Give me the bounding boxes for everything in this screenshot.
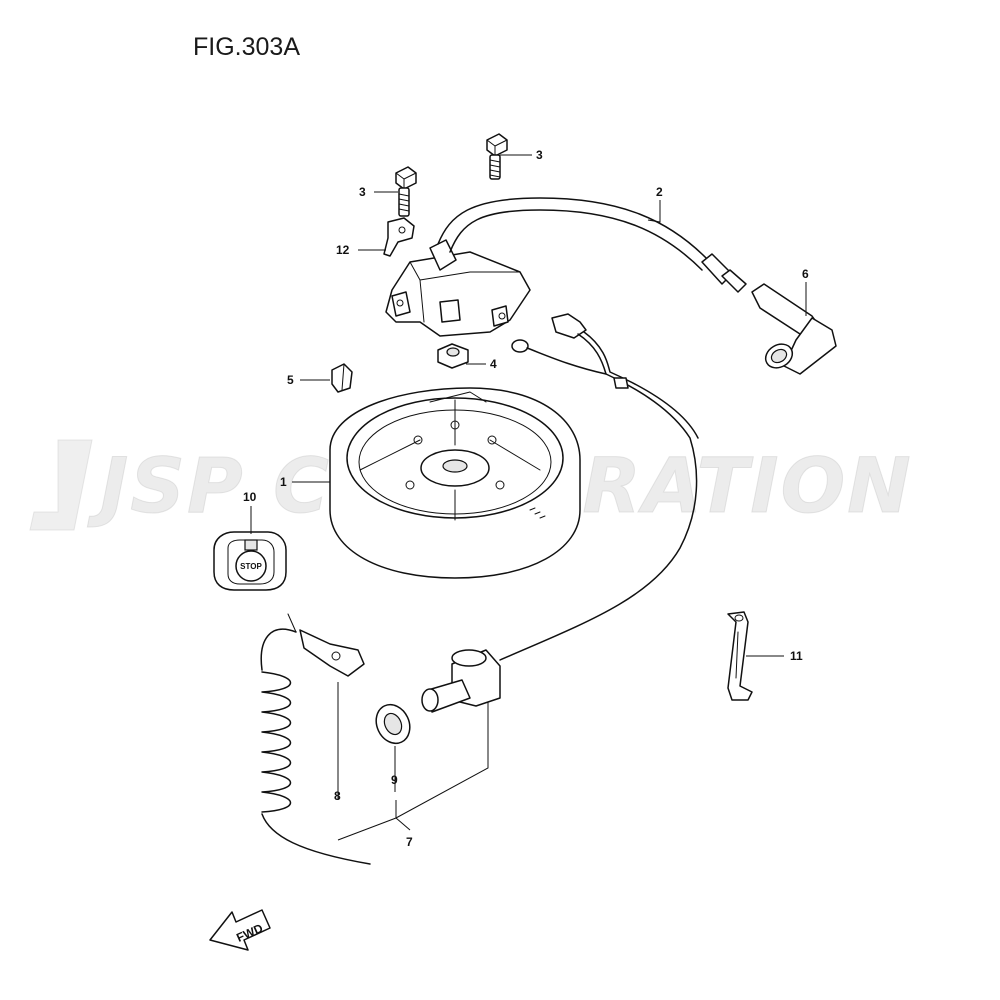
callout-8: 8 [334,789,341,803]
callout-3-lower: 3 [359,185,366,199]
callouts: 1 2 3 3 4 5 6 7 8 9 10 11 12 [243,148,809,849]
nut-part-9[interactable] [370,699,416,749]
bracket-part-11[interactable] [727,611,753,701]
bolt-part-3-lower[interactable] [395,166,417,217]
callout-4: 4 [490,357,497,371]
ignition-coil[interactable] [385,239,531,337]
leader-lines [250,154,807,841]
callout-9: 9 [391,773,398,787]
stop-button-part-10[interactable]: STOP [213,531,287,591]
callout-11: 11 [790,649,803,663]
figure-title: FIG.303A [193,33,300,61]
key-part-5[interactable] [331,363,353,393]
stop-switch-lead-part-7[interactable] [421,313,699,713]
callout-7: 7 [406,835,413,849]
callout-3-upper: 3 [536,148,543,162]
callout-5: 5 [287,373,294,387]
callout-6: 6 [802,267,809,281]
callout-10: 10 [243,490,257,504]
lanyard-part-8[interactable] [260,613,371,865]
callout-2: 2 [656,185,663,199]
callout-1: 1 [280,475,287,489]
high-tension-lead-part-2[interactable] [437,197,747,293]
forward-direction-arrow: FWD [209,909,271,951]
clip-part-12[interactable] [383,217,415,257]
bolt-part-3-upper[interactable] [486,133,508,180]
nut-part-4[interactable] [437,343,469,369]
flywheel-part-1[interactable] [329,387,581,579]
spark-plug-cap-part-6[interactable] [751,283,837,375]
callout-12: 12 [336,243,350,257]
stop-label: STOP [240,562,262,571]
